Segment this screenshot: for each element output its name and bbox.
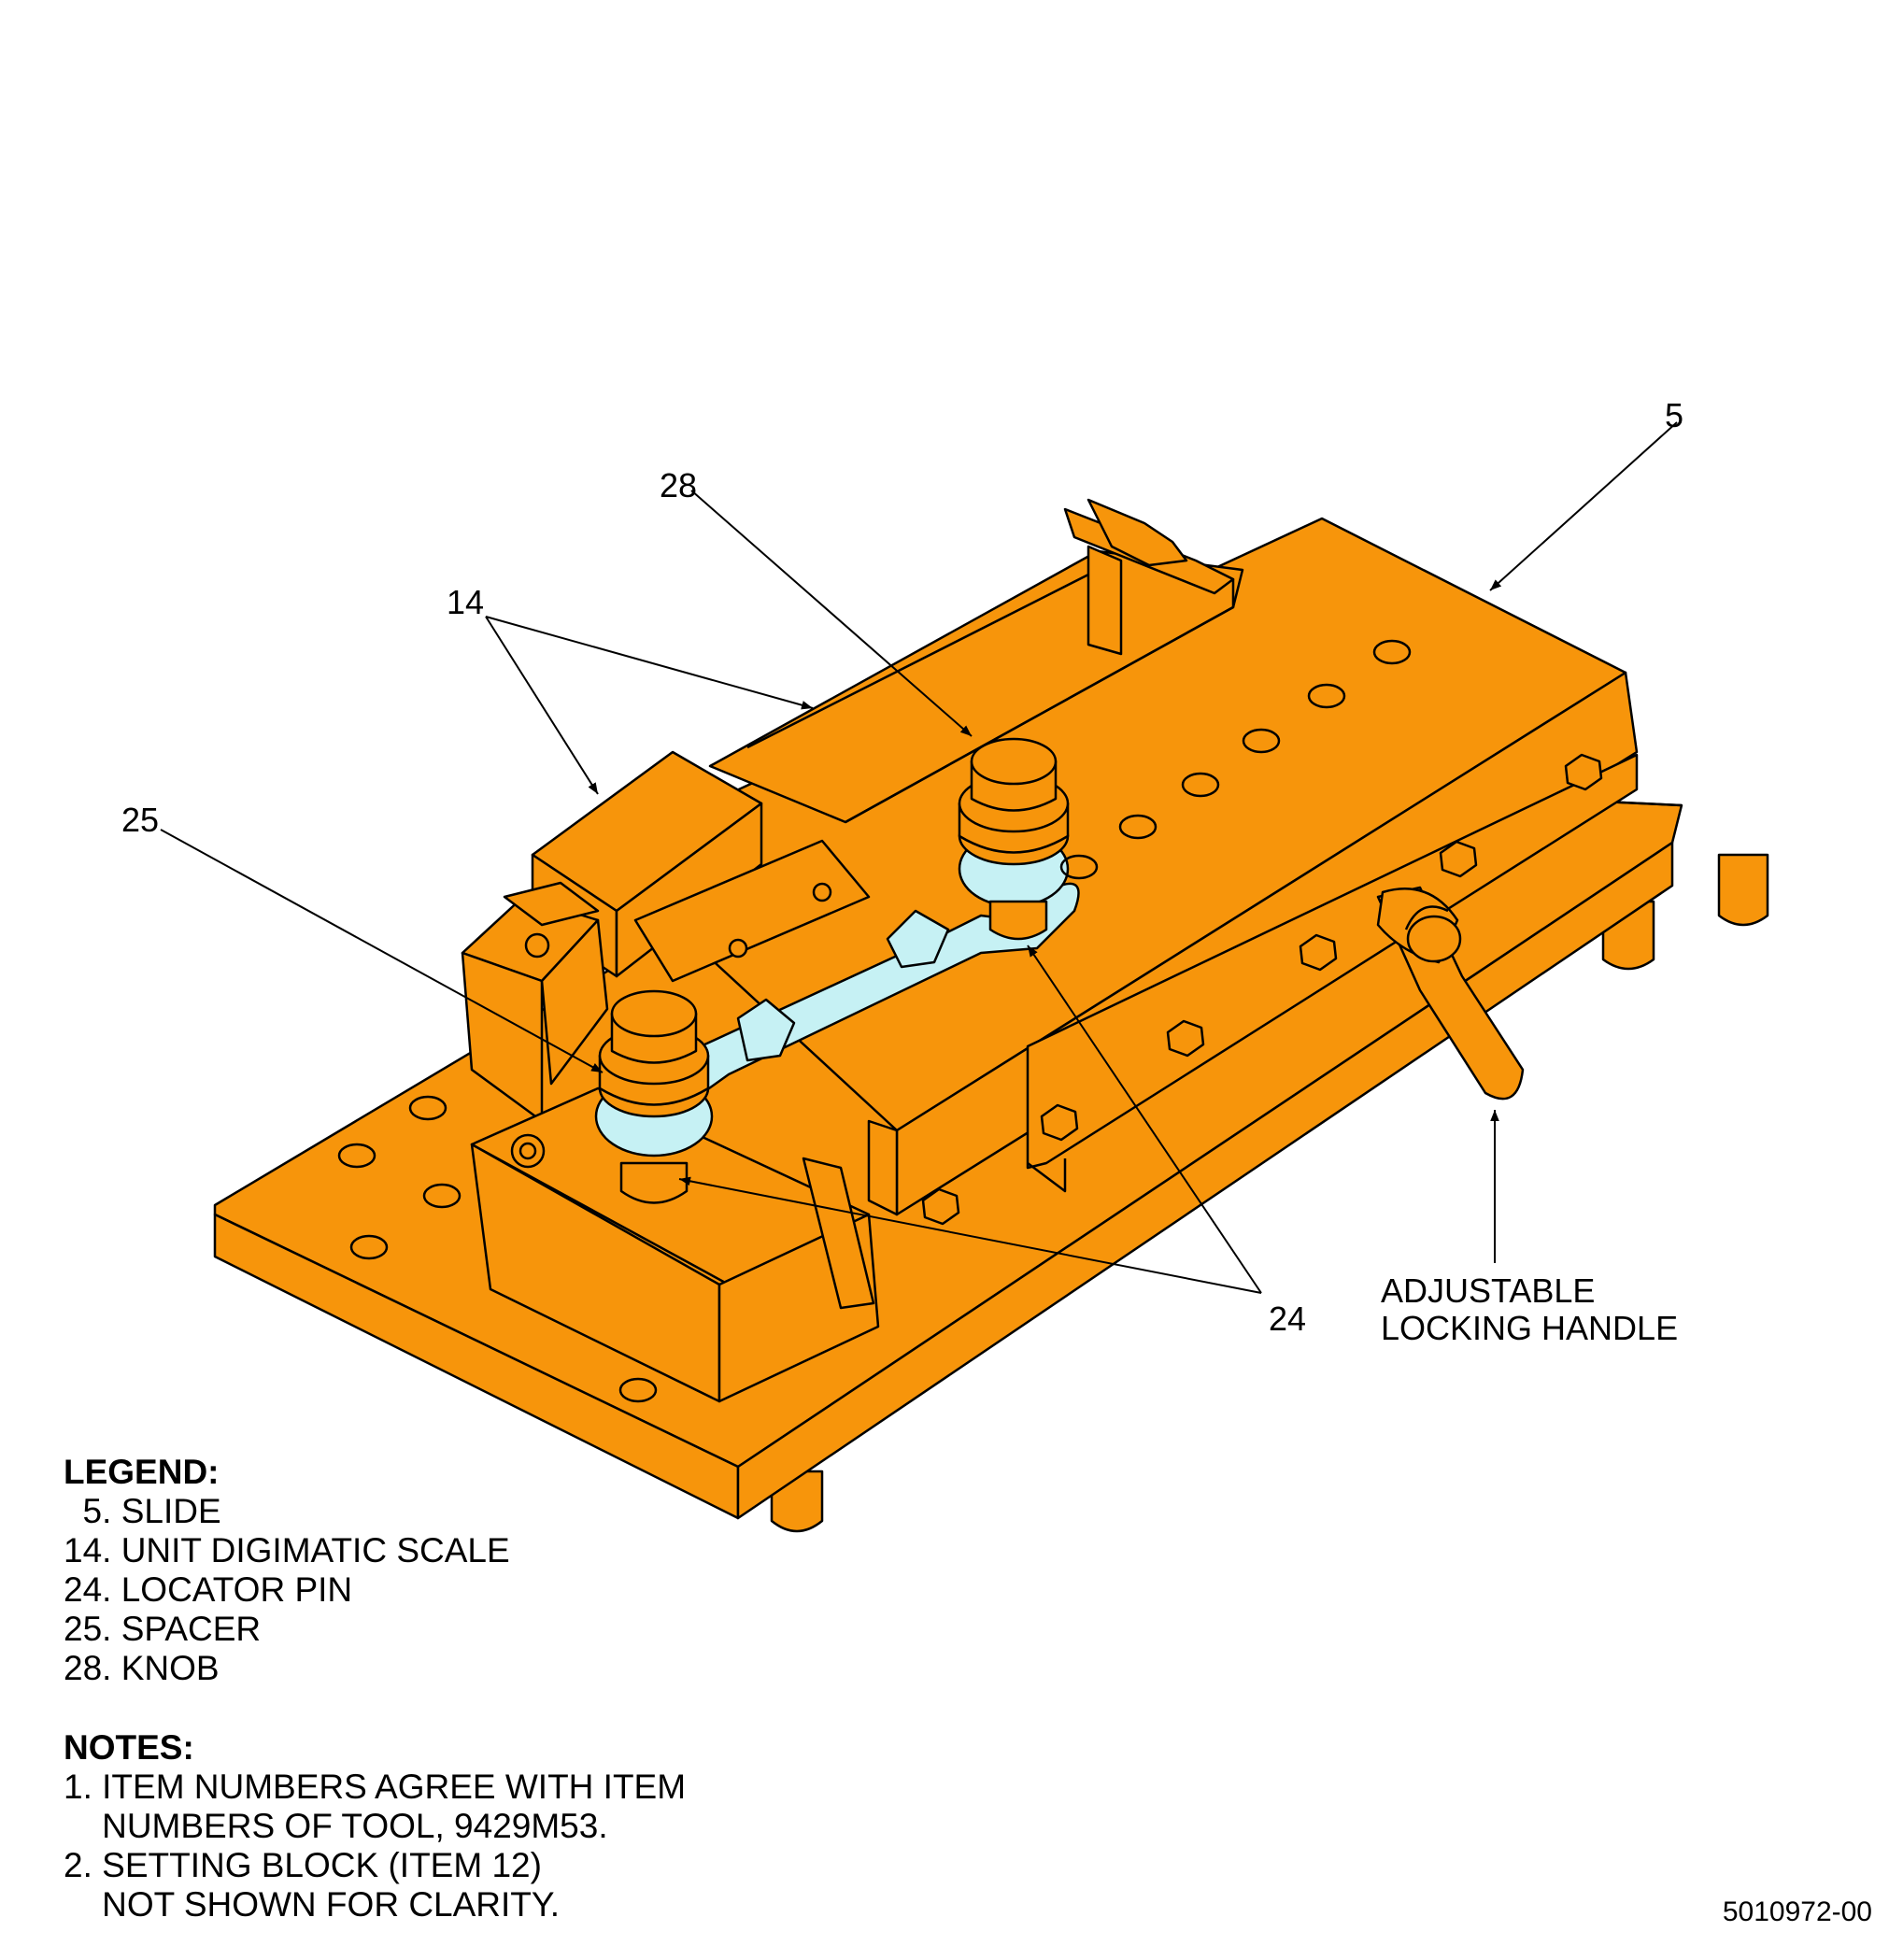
legend-item: 24. LOCATOR PIN bbox=[64, 1570, 353, 1609]
digimatic-scale bbox=[708, 498, 1244, 824]
legend: LEGEND: 5. SLIDE 14. UNIT DIGIMATIC SCAL… bbox=[64, 1453, 510, 1688]
note-line: NOT SHOWN FOR CLARITY. bbox=[64, 1885, 561, 1924]
callout-24: 24 bbox=[1269, 1300, 1307, 1338]
notes: NOTES: 1. ITEM NUMBERS AGREE WITH ITEM N… bbox=[64, 1728, 686, 1924]
legend-item: 5. SLIDE bbox=[64, 1492, 221, 1530]
locking-handle[interactable] bbox=[1376, 886, 1525, 1101]
callout-handle-line2: LOCKING HANDLE bbox=[1381, 1309, 1679, 1347]
note-line: 2. SETTING BLOCK (ITEM 12) bbox=[64, 1846, 542, 1884]
figure-id: 5010972-00 bbox=[1722, 1896, 1872, 1927]
note-line: 1. ITEM NUMBERS AGREE WITH ITEM bbox=[64, 1768, 687, 1806]
callout-25: 25 bbox=[121, 801, 160, 839]
legend-item: 14. UNIT DIGIMATIC SCALE bbox=[64, 1531, 510, 1569]
callout-handle-line1: ADJUSTABLE bbox=[1381, 1271, 1596, 1310]
callout-14: 14 bbox=[447, 583, 485, 621]
legend-item: 25. SPACER bbox=[64, 1610, 262, 1648]
callout-28: 28 bbox=[660, 466, 698, 504]
locator-pin bbox=[619, 900, 1048, 1204]
end-bracket bbox=[461, 881, 609, 1123]
mounting-hole bbox=[337, 639, 1412, 1403]
leader-lines bbox=[160, 421, 1678, 1294]
notes-heading: NOTES: bbox=[64, 1728, 194, 1767]
knob-with-spacer[interactable] bbox=[598, 989, 710, 1118]
callout-5: 5 bbox=[1665, 396, 1684, 434]
legend-heading: LEGEND: bbox=[64, 1453, 220, 1491]
note-line: NUMBERS OF TOOL, 9429M53. bbox=[64, 1807, 608, 1845]
knob-with-spacer[interactable] bbox=[958, 737, 1070, 866]
legend-item: 28. KNOB bbox=[64, 1649, 220, 1687]
hex-nut bbox=[921, 753, 1603, 1226]
